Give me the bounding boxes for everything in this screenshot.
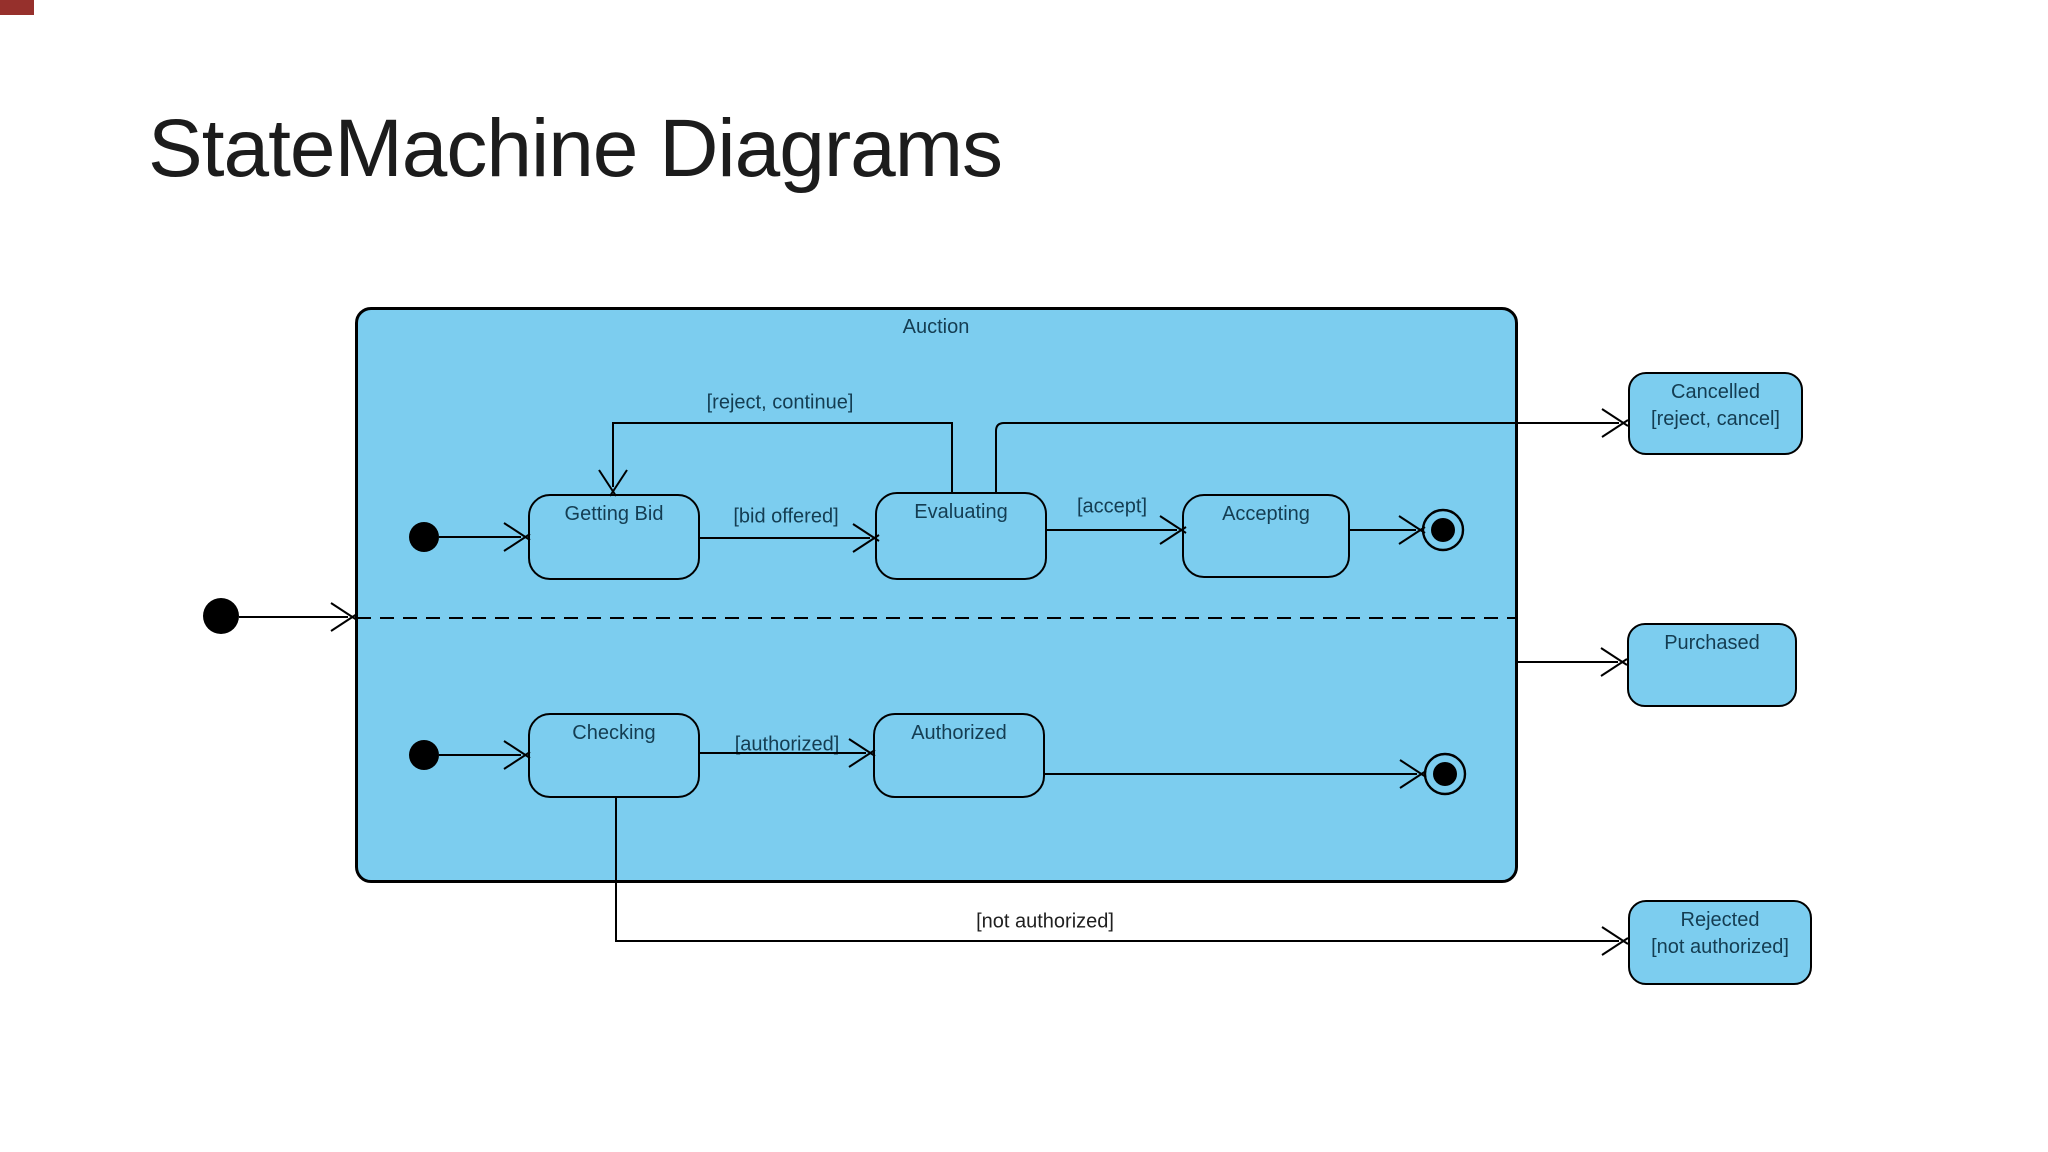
transition-label-authorized: [authorized] (734, 733, 840, 756)
state-rejected: Rejected [not authorized] (1628, 900, 1812, 985)
arrowhead (1600, 647, 1628, 666)
state-cancelled-label: Cancelled (1671, 381, 1760, 403)
state-purchased: Purchased (1627, 623, 1797, 707)
state-authorized: Authorized (873, 713, 1045, 798)
auction-region-label: Auction (902, 316, 970, 338)
transition-label-accept: [accept] (1076, 495, 1148, 518)
arrowhead (1601, 926, 1629, 945)
connector-purchased (1518, 647, 1628, 677)
connector-main-entry (203, 598, 358, 634)
initial-state-dot-main (203, 598, 239, 634)
slide-title: StateMachine Diagrams (148, 103, 1003, 194)
state-cancelled: Cancelled [reject, cancel] (1628, 372, 1803, 455)
state-rejected-label: Rejected (1680, 909, 1760, 931)
arrowhead (1601, 408, 1629, 427)
arrowhead (1600, 658, 1628, 677)
screen-corner-artifact (0, 0, 34, 15)
state-evaluating: Evaluating (875, 492, 1047, 580)
state-cancelled-guard: [reject, cancel] (1651, 408, 1780, 430)
state-accepting-label: Accepting (1222, 503, 1310, 525)
arrowhead (1601, 937, 1629, 956)
state-rejected-guard: [not authorized] (1651, 936, 1789, 958)
transition-label-reject-continue: [reject, continue] (706, 391, 854, 414)
state-getting-bid: Getting Bid (528, 494, 700, 580)
arrowhead (1601, 419, 1629, 438)
state-evaluating-label: Evaluating (914, 501, 1008, 523)
state-checking: Checking (528, 713, 700, 798)
state-purchased-label: Purchased (1664, 632, 1760, 654)
arrowhead (330, 613, 358, 632)
state-authorized-label: Authorized (911, 722, 1007, 744)
transition-label-bid-offered: [bid offered] (733, 505, 839, 528)
state-accepting: Accepting (1182, 494, 1350, 578)
state-checking-label: Checking (572, 722, 656, 744)
transition-label-not-authorized: [not authorized] (976, 910, 1114, 933)
arrowhead (330, 602, 358, 621)
state-getting-bid-label: Getting Bid (564, 503, 664, 525)
